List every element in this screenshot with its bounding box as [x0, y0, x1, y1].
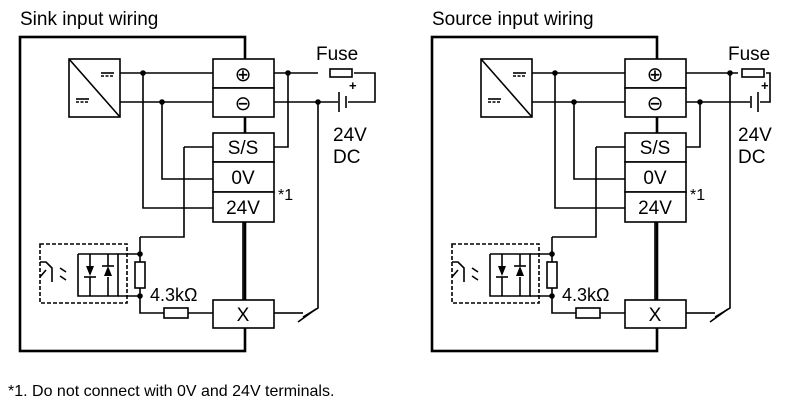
source-battery-polarity: +: [761, 78, 769, 93]
sink-minus-symbol: ⊖: [235, 93, 252, 115]
source-plus-symbol: ⊕: [647, 64, 664, 86]
source-terminal-ss: [624, 132, 687, 163]
source-terminal-x: [624, 299, 687, 329]
source-resistor-label: 4.3kΩ: [562, 285, 609, 305]
footnote: *1. Do not connect with 0V and 24V termi…: [8, 383, 334, 400]
sink-switch-icon: [288, 308, 317, 323]
sink-ss-label: S/S: [228, 138, 259, 159]
source-x-label: X: [649, 305, 662, 326]
sink-device-frame: [18, 35, 247, 353]
source-battery-icon: [750, 92, 759, 112]
sink-resistor-label: 4.3kΩ: [150, 285, 197, 305]
sink-battery-polarity: +: [349, 78, 357, 93]
sink-battery-icon: [338, 92, 347, 112]
source-terminal-24v: [624, 191, 687, 223]
sink-fuse-icon: [329, 68, 353, 78]
source-resistor-icon: [546, 261, 601, 319]
sink-terminal-plus: [212, 58, 275, 89]
source-switch-icon: [700, 308, 729, 323]
source-wires: [532, 72, 771, 318]
source-terminal-block: ⊕ ⊖ S/S 0V 24V X: [624, 58, 687, 329]
source-ss-label: S/S: [640, 138, 671, 159]
sink-terminal-x: [212, 299, 275, 329]
sink-0v-label: 0V: [231, 168, 255, 189]
source-fuse-icon: [741, 68, 765, 78]
sink-supply-voltage: 24V: [333, 125, 367, 146]
source-note-marker: *1: [690, 187, 705, 204]
sink-x-label: X: [237, 305, 250, 326]
sink-title: Sink input wiring: [20, 9, 158, 30]
source-wiring-diagram: Source input wiring: [430, 9, 772, 353]
source-junction-dots: [549, 70, 733, 299]
sink-terminal-block: ⊕ ⊖ S/S 0V 24V X: [212, 58, 275, 329]
sink-terminal-0v: [212, 161, 275, 193]
sink-resistor-icon: [134, 261, 189, 319]
source-terminal-0v: [624, 161, 687, 193]
source-0v-label: 0V: [643, 168, 667, 189]
source-fuse-label: Fuse: [728, 44, 770, 65]
sink-plus-symbol: ⊕: [235, 64, 252, 86]
sink-terminal-minus: [212, 87, 275, 118]
source-title: Source input wiring: [432, 9, 594, 30]
sink-junction-dots: [137, 70, 321, 299]
sink-note-marker: *1: [278, 187, 293, 204]
sink-wiring-diagram: Sink input wiring: [18, 9, 376, 353]
sink-terminal-24v: [212, 191, 275, 223]
source-terminal-minus: [624, 87, 687, 118]
source-power-supply-icon: [480, 58, 533, 118]
source-supply-voltage: 24V: [738, 125, 772, 146]
source-supply-type: DC: [738, 147, 765, 168]
source-minus-symbol: ⊖: [647, 93, 664, 115]
sink-terminal-ss: [212, 132, 275, 163]
sink-24v-label: 24V: [226, 198, 260, 219]
sink-fuse-label: Fuse: [316, 44, 358, 65]
sink-power-supply-icon: [68, 58, 121, 118]
source-24v-label: 24V: [638, 198, 672, 219]
source-photocoupler-icon: [451, 243, 552, 304]
sink-supply-type: DC: [333, 147, 360, 168]
source-device-frame: [430, 35, 659, 353]
sink-photocoupler-icon: [39, 243, 140, 304]
